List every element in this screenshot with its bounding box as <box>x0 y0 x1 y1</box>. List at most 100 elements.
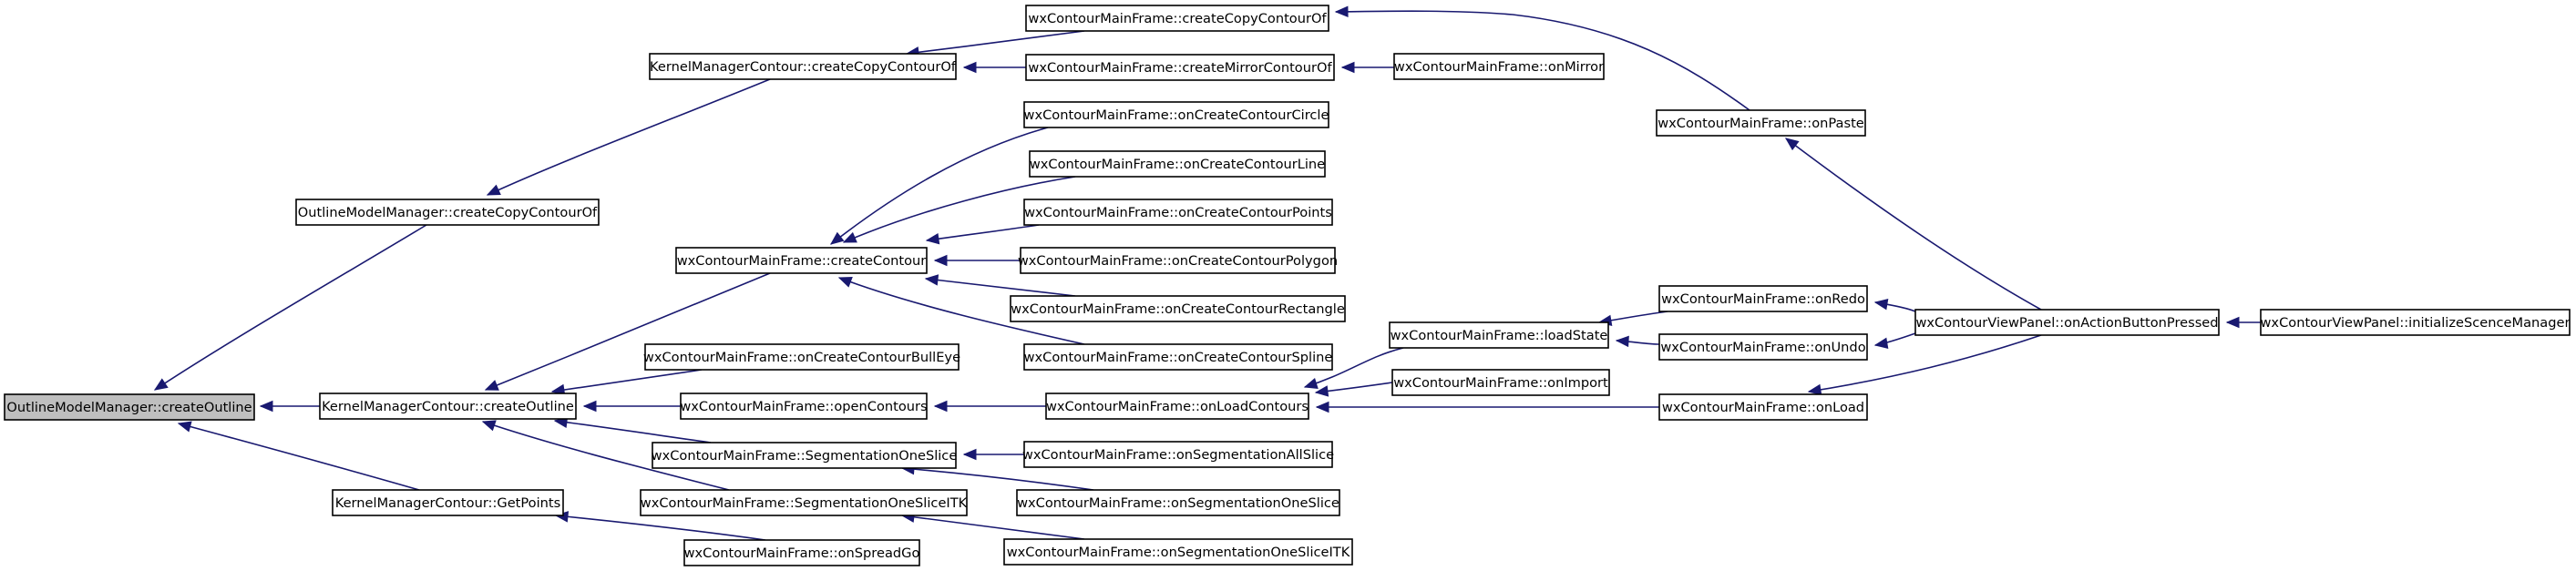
call-edges <box>153 5 2261 541</box>
node-box <box>1010 295 1346 322</box>
node-label: wxContourMainFrame::onLoadContours <box>1046 399 1309 414</box>
node-box <box>1658 285 1868 312</box>
node-cmf-onpaste[interactable]: wxContourMainFrame::onPaste <box>1656 109 1866 137</box>
edge-cmf_segsliceitk-to-kmc_outline <box>481 420 730 491</box>
node-cmf-onsegone[interactable]: wxContourMainFrame::onSegmentationOneSli… <box>1016 489 1340 516</box>
node-cmf-onspline[interactable]: wxContourMainFrame::onCreateContourSplin… <box>1023 343 1333 371</box>
arrowhead-icon <box>1315 401 1329 413</box>
edge-cmf_onloadcontours-to-cmf_opencontours <box>933 400 1046 413</box>
node-cmf-onundo[interactable]: wxContourMainFrame::onUndo <box>1658 333 1868 361</box>
node-cmf-segsliceitk[interactable]: wxContourMainFrame::SegmentationOneSlice… <box>640 489 968 516</box>
node-box <box>649 53 957 80</box>
node-cvp-init[interactable]: wxContourViewPanel::initializeScenceMana… <box>2260 309 2571 336</box>
edge-line <box>901 467 1094 491</box>
node-label: wxContourMainFrame::onSegmentationAllSli… <box>1022 447 1334 463</box>
edge-line <box>485 272 771 391</box>
node-box <box>1023 343 1333 371</box>
arrowhead-icon <box>1615 335 1629 348</box>
node-box <box>652 442 957 469</box>
arrowhead-icon <box>842 231 857 243</box>
node-cmf-onload[interactable]: wxContourMainFrame::onLoad <box>1658 393 1868 421</box>
node-cmf-onrect[interactable]: wxContourMainFrame::onCreateContourRecta… <box>1010 295 1346 322</box>
node-label: wxContourMainFrame::onCreateContourLine <box>1030 157 1325 172</box>
node-box <box>295 199 600 226</box>
node-cmf-onredo[interactable]: wxContourMainFrame::onRedo <box>1658 285 1868 312</box>
node-box <box>680 393 928 420</box>
edge-cmf_onload-to-cmf_onloadcontours <box>1315 401 1659 413</box>
node-label: wxContourMainFrame::onImport <box>1393 375 1608 391</box>
node-box <box>1016 489 1340 516</box>
node-cmf-onmirror[interactable]: wxContourMainFrame::onMirror <box>1393 53 1605 80</box>
node-kmc-copy[interactable]: KernelManagerContour::createCopyContourO… <box>649 53 957 80</box>
edge-cmf_onrect-to-cmf_createcontour <box>924 274 1076 297</box>
node-box <box>1023 199 1333 226</box>
node-label: wxContourMainFrame::onCreateContourSplin… <box>1024 350 1333 365</box>
edge-cmf_online-to-cmf_createcontour <box>842 176 1076 243</box>
edge-line <box>901 515 1085 540</box>
edge-line <box>843 176 1076 243</box>
node-cmf-segslice[interactable]: wxContourMainFrame::SegmentationOneSlice <box>652 442 958 469</box>
node-label: wxContourViewPanel::initializeScenceMana… <box>2261 315 2571 331</box>
arrowhead-icon <box>1873 299 1889 311</box>
node-label: wxContourMainFrame::SegmentationOneSlice <box>652 448 958 464</box>
node-cmf-createcopy[interactable]: wxContourMainFrame::createCopyContourOf <box>1025 5 1329 32</box>
edge-cmf_onmirror-to-cmf_createmirror <box>1340 61 1394 74</box>
node-cmf-onbulleye[interactable]: wxContourMainFrame::onCreateContourBullE… <box>643 343 960 371</box>
edge-line <box>178 423 420 491</box>
edge-cmf_onredo-to-cmf_loadstate <box>1597 311 1668 327</box>
node-box <box>1025 54 1335 81</box>
arrowhead-icon <box>924 274 939 286</box>
node-cmf-onpolygon[interactable]: wxContourMainFrame::onCreateContourPolyg… <box>1018 247 1338 274</box>
node-cmf-opencontours[interactable]: wxContourMainFrame::openContours <box>680 393 928 420</box>
node-label: wxContourMainFrame::createMirrorContourO… <box>1028 60 1332 76</box>
node-cmf-createcontour[interactable]: wxContourMainFrame::createContour <box>675 247 928 274</box>
arrowhead-icon <box>1807 383 1822 396</box>
node-cmf-onsegall[interactable]: wxContourMainFrame::onSegmentationAllSli… <box>1022 441 1334 468</box>
edge-line <box>487 78 771 196</box>
node-box <box>1391 369 1610 396</box>
node-cmf-oncircle[interactable]: wxContourMainFrame::onCreateContourCircl… <box>1023 101 1329 128</box>
node-kmc-outline[interactable]: KernelManagerContour::createOutline <box>319 393 577 420</box>
node-label: wxContourMainFrame::onLoad <box>1662 400 1864 415</box>
node-cmf-onspreadgo[interactable]: wxContourMainFrame::onSpreadGo <box>683 539 920 566</box>
edge-line <box>1785 138 2042 311</box>
node-box <box>1393 53 1605 80</box>
arrowhead-icon <box>1334 5 1349 18</box>
arrowhead-icon <box>925 232 940 245</box>
edge-cmf_oncircle-to-cmf_createcontour <box>829 127 1049 245</box>
edge-cvp_onaction-to-cmf_onload <box>1807 334 2042 396</box>
node-box <box>1029 150 1326 178</box>
node-cmf-onloadcontours[interactable]: wxContourMainFrame::onLoadContours <box>1045 393 1309 420</box>
arrowhead-icon <box>486 184 501 196</box>
node-label: wxContourMainFrame::onRedo <box>1661 291 1865 307</box>
node-cmf-onimport[interactable]: wxContourMainFrame::onImport <box>1391 369 1610 396</box>
node-kmc-getpoints[interactable]: KernelManagerContour::GetPoints <box>332 489 564 516</box>
node-cmf-online[interactable]: wxContourMainFrame::onCreateContourLine <box>1029 150 1326 178</box>
node-cmf-createmirror[interactable]: wxContourMainFrame::createMirrorContourO… <box>1025 54 1335 81</box>
node-label: KernelManagerContour::createCopyContourO… <box>650 59 957 75</box>
node-label: wxContourMainFrame::loadState <box>1391 328 1608 343</box>
edge-cmf_onpaste-to-cmf_createcopy <box>1334 5 1750 111</box>
arrowhead-icon <box>481 420 497 432</box>
node-label: wxContourMainFrame::onSpreadGo <box>684 546 920 561</box>
node-cmf-loadstate[interactable]: wxContourMainFrame::loadState <box>1389 321 1609 349</box>
node-cvp-onaction[interactable]: wxContourViewPanel::onActionButtonPresse… <box>1914 309 2220 336</box>
edge-kmc_copy-to-omm_copy <box>486 78 771 196</box>
arrowhead-icon <box>962 61 977 74</box>
node-label: wxContourMainFrame::onCreateContourPolyg… <box>1018 253 1338 269</box>
node-label: wxContourMainFrame::onCreateContourRecta… <box>1011 301 1345 317</box>
node-cmf-onsegoneitk[interactable]: wxContourMainFrame::onSegmentationOneSli… <box>1003 538 1353 566</box>
arrowhead-icon <box>962 448 977 461</box>
arrowhead-icon <box>582 400 597 413</box>
node-box <box>683 539 920 566</box>
arrowhead-icon <box>933 400 948 413</box>
node-box <box>1045 393 1309 420</box>
node-box <box>1658 393 1868 421</box>
node-omm-copy[interactable]: OutlineModelManager::createCopyContourOf <box>295 199 600 226</box>
arrowhead-icon <box>829 231 845 245</box>
edge-line <box>926 224 1040 241</box>
node-cmf-onpoints[interactable]: wxContourMainFrame::onCreateContourPoint… <box>1023 199 1333 226</box>
node-box <box>332 489 564 516</box>
node-label: wxContourMainFrame::onPaste <box>1657 116 1864 131</box>
arrowhead-icon <box>1784 138 1800 151</box>
